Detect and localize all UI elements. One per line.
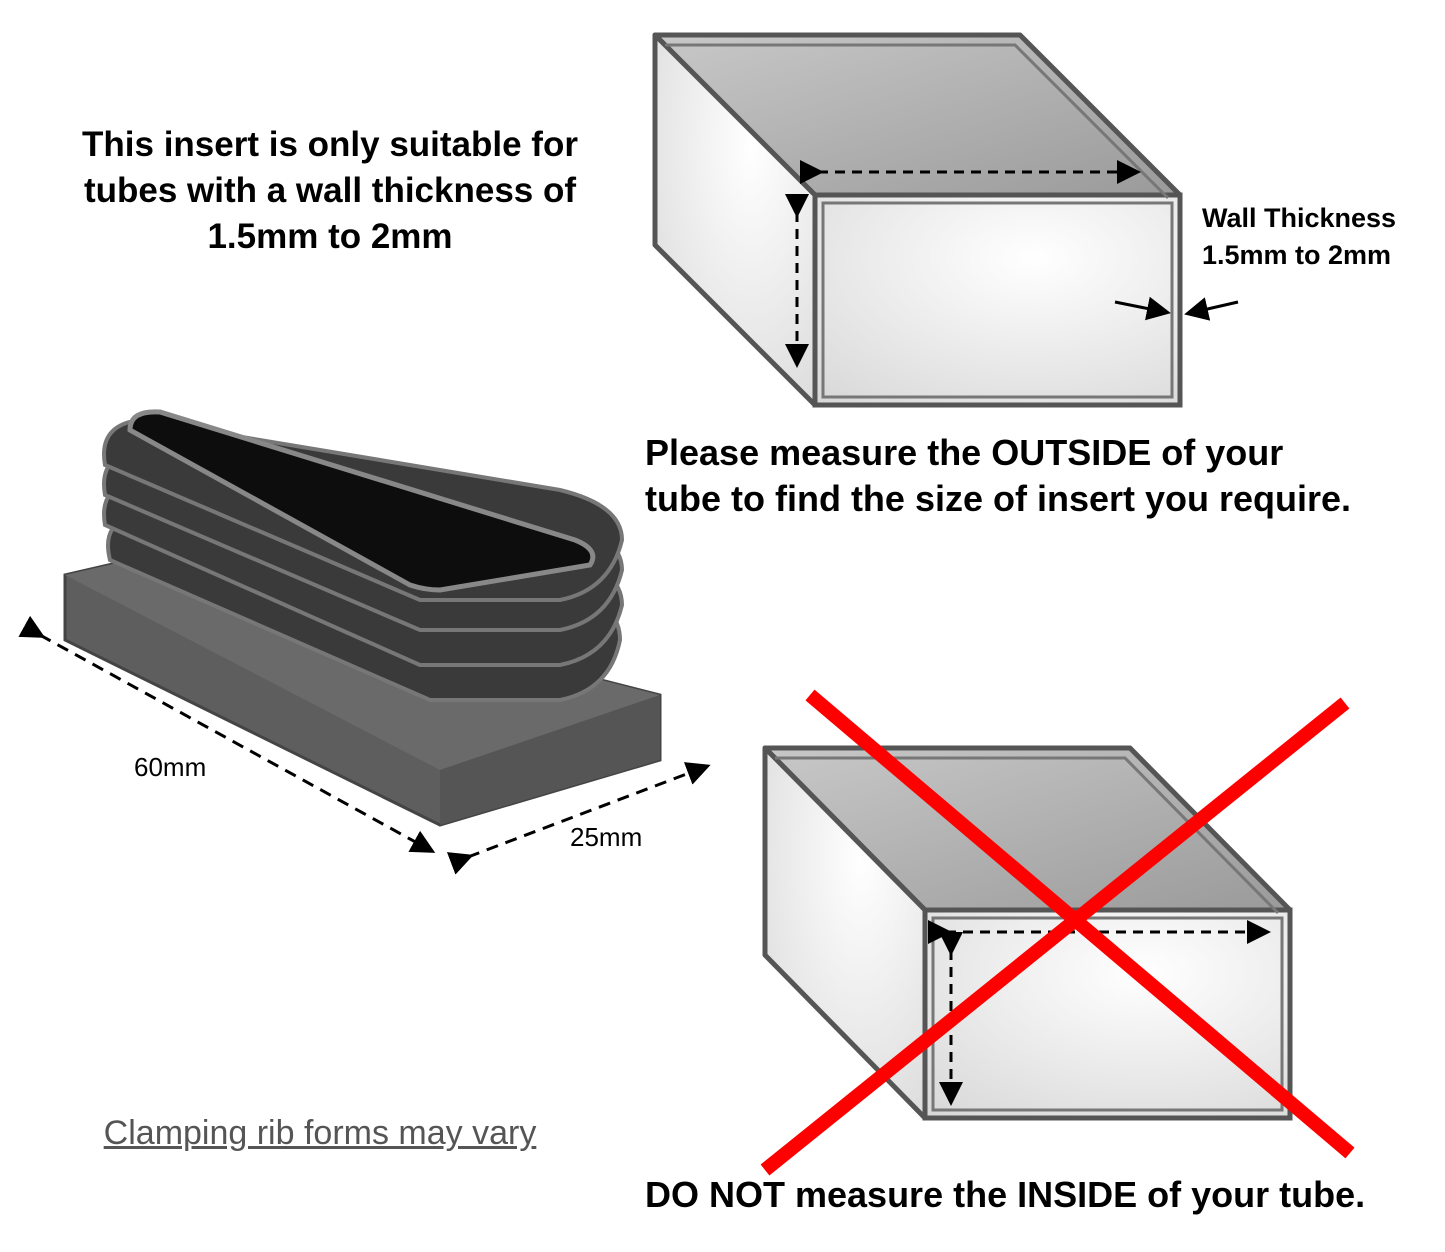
- instruction-line: Please measure the OUTSIDE of your: [645, 432, 1284, 473]
- instruction-line: tube to find the size of insert you requ…: [645, 478, 1352, 519]
- clamping-rib-note: Clamping rib forms may vary: [103, 1114, 537, 1152]
- wall-arrow-right: [1184, 297, 1239, 321]
- outside-instruction: Please measure the OUTSIDE of your tube …: [645, 430, 1351, 522]
- length-arrow: [18, 615, 436, 853]
- cross-icon: [760, 697, 1350, 1176]
- insert-illustration: [18, 409, 711, 875]
- wall-label-line: Wall Thickness: [1202, 203, 1397, 233]
- tube-outside-diagram: [652, 32, 1239, 408]
- length-label: 60mm: [134, 752, 207, 782]
- tube-inside-diagram: [760, 689, 1355, 1176]
- wall-label-line: 1.5mm to 2mm: [1202, 240, 1392, 270]
- width-arrow: [446, 762, 711, 875]
- suitability-text: This insert is only suitable for tubes w…: [30, 122, 630, 260]
- wall-arrow-left: [1114, 296, 1171, 321]
- intro-line: This insert is only suitable for: [82, 125, 578, 164]
- wall-thickness-label: Wall Thickness 1.5mm to 2mm: [1202, 200, 1396, 274]
- inside-warning: DO NOT measure the INSIDE of your tube.: [645, 1174, 1366, 1215]
- intro-line: tubes with a wall thickness of: [83, 171, 577, 210]
- intro-line: 1.5mm to 2mm: [207, 217, 453, 256]
- width-label: 25mm: [570, 822, 643, 852]
